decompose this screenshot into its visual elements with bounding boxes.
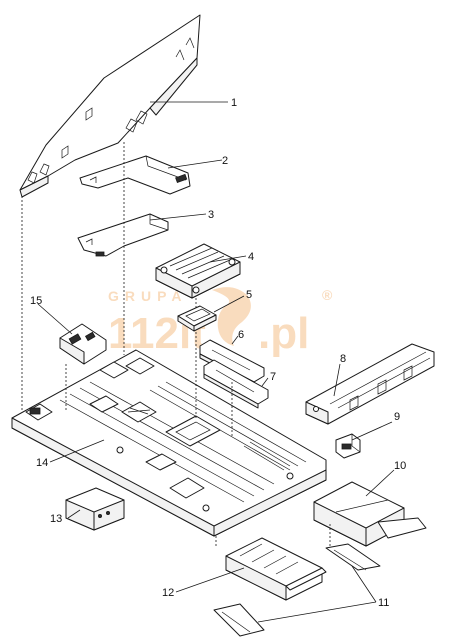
callout-8: 8 (340, 353, 346, 365)
callout-1: 1 (231, 97, 237, 109)
watermark: GRUPA 112it .pl ® (108, 287, 333, 358)
watermark-top-text: GRUPA (108, 288, 188, 304)
part-10-hard-disk (313, 481, 427, 547)
callout-3: 3 (208, 209, 214, 221)
alignment-lines (21, 142, 331, 548)
part-5-processor (177, 305, 217, 332)
callout-13: 13 (50, 513, 62, 525)
part-9-small-bracket (335, 433, 361, 459)
part-14-system-board (11, 349, 327, 537)
callout-10: 10 (394, 460, 406, 472)
part-7-memory-module (203, 359, 269, 409)
callout-labels: 1 2 3 4 5 6 7 8 9 10 11 12 13 14 15 (30, 97, 406, 609)
part-4-heatsink (155, 243, 241, 299)
callout-9: 9 (394, 411, 400, 423)
callout-5: 5 (246, 289, 252, 301)
callout-2: 2 (222, 155, 228, 167)
callout-15: 15 (30, 295, 42, 307)
part-1-cover (19, 14, 201, 198)
part-8-drive-cage (305, 343, 435, 425)
watermark-brand-right: .pl (258, 309, 309, 358)
part-2-bracket (79, 155, 191, 195)
callout-4: 4 (248, 251, 254, 263)
watermark-swirl-icon (212, 287, 251, 346)
part-13-module (65, 487, 125, 531)
part-3-bracket (77, 213, 169, 257)
leader-lines (37, 101, 395, 623)
part-12-filler (225, 537, 327, 601)
callout-7: 7 (270, 371, 276, 383)
callout-11: 11 (378, 597, 389, 609)
callout-12: 12 (162, 587, 174, 599)
part-11-rails (213, 543, 381, 637)
callout-14: 14 (36, 457, 48, 469)
callout-6: 6 (238, 329, 244, 341)
watermark-registered-mark: ® (322, 287, 333, 303)
